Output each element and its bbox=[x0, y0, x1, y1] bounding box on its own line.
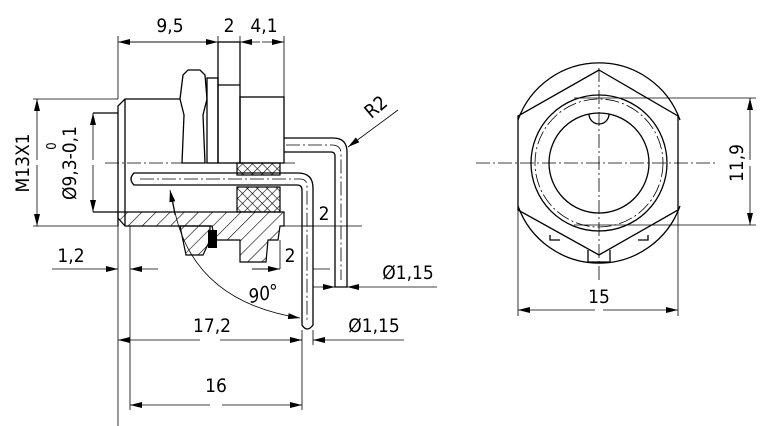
dim-pin-diameter-lower: Ø1,15 bbox=[348, 315, 400, 337]
rear-body bbox=[239, 96, 285, 164]
thread-outline bbox=[517, 62, 681, 264]
panel bbox=[217, 41, 241, 164]
connector-thread-body bbox=[117, 98, 180, 226]
flange-section bbox=[117, 211, 285, 263]
dim-diameter-tolerance: 0 bbox=[45, 142, 60, 149]
connector-bore bbox=[93, 112, 118, 213]
dim-rear: 4,1 bbox=[250, 15, 277, 37]
dim-height: 11,9 bbox=[726, 144, 748, 182]
dim-front-length: 9,5 bbox=[156, 15, 183, 37]
hex-nut bbox=[179, 69, 208, 164]
front-dimensions: 11,9 15 bbox=[517, 97, 756, 316]
dim-total-length: 17,2 bbox=[193, 315, 231, 337]
washer bbox=[206, 77, 219, 164]
seal-ring bbox=[208, 230, 217, 248]
pin-upper bbox=[284, 137, 348, 288]
dim-body-length: 16 bbox=[205, 375, 227, 397]
side-view bbox=[93, 41, 348, 330]
dim-thread: M13X1 bbox=[12, 133, 34, 192]
dim-flange: 1,2 bbox=[57, 245, 84, 267]
dim-panel: 2 bbox=[224, 15, 235, 37]
dim-angle: 90° bbox=[247, 280, 281, 308]
pin-lower bbox=[130, 172, 314, 330]
dim-pin-offset-lower: 2 bbox=[285, 245, 296, 267]
front-view bbox=[476, 62, 718, 280]
insulator-lower bbox=[236, 186, 281, 213]
insulator-upper bbox=[236, 162, 281, 176]
dim-diameter: Ø9,3-0,1 bbox=[59, 126, 81, 200]
dim-pin-diameter-upper: Ø1,15 bbox=[382, 262, 434, 284]
dim-width: 15 bbox=[588, 286, 610, 308]
dim-pin-offset-upper: 2 bbox=[319, 203, 330, 225]
